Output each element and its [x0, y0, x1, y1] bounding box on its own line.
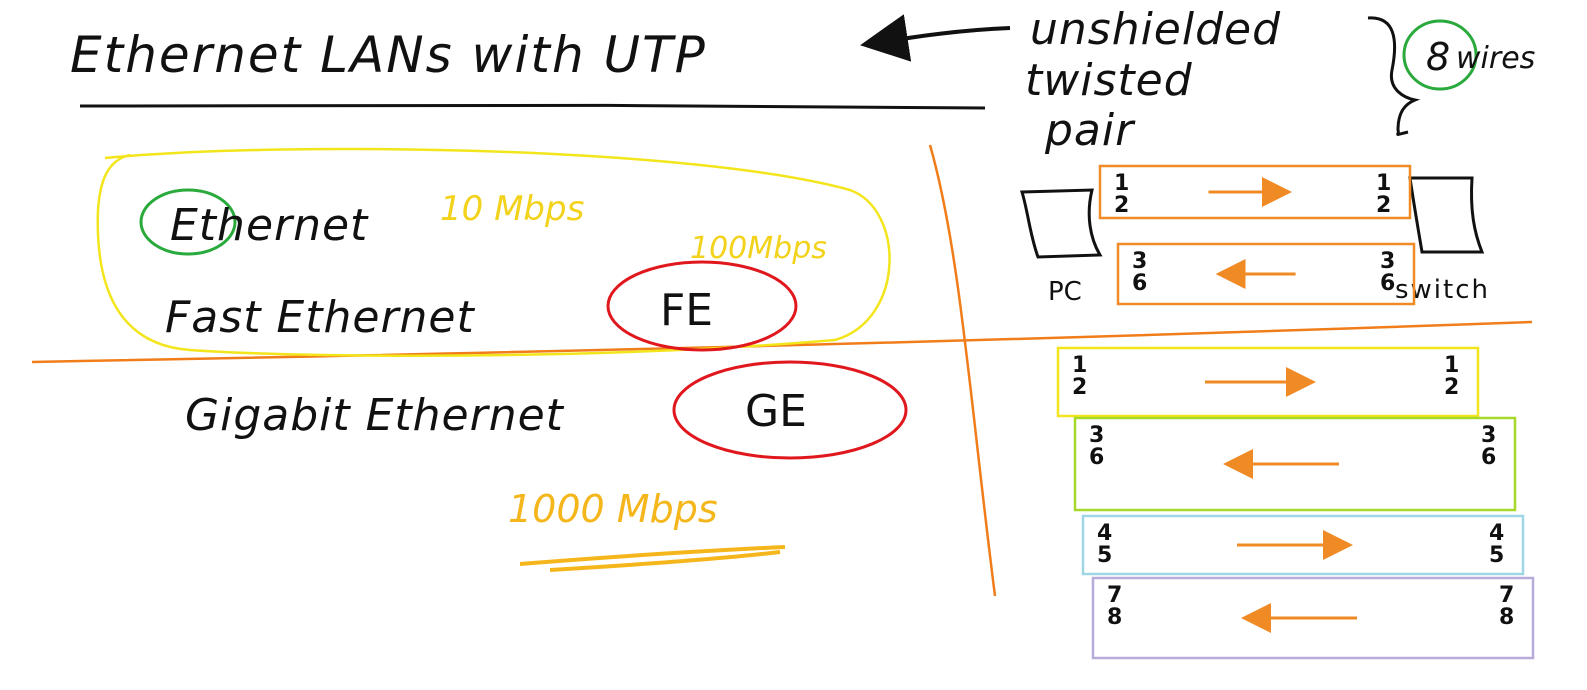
fast-ethernet-abbr: FE	[660, 285, 713, 336]
pair-box	[1056, 346, 1480, 418]
wires-unit: wires	[1456, 41, 1535, 76]
left-pin-3: 3	[1132, 249, 1147, 274]
pair-box	[1098, 164, 1412, 220]
left-pin-2: 2	[1114, 193, 1129, 218]
right-pin-1: 1	[1444, 353, 1459, 378]
left-pin-4: 4	[1097, 521, 1112, 546]
left-pin-7: 7	[1107, 583, 1122, 608]
gigabit-ethernet-abbr: GE	[745, 386, 807, 437]
left-pin-6: 6	[1132, 271, 1147, 296]
right-pin-5: 5	[1489, 543, 1504, 568]
utp-note-line3: pair	[1044, 105, 1136, 156]
right-pin-3: 3	[1380, 249, 1395, 274]
utp-note-line1: unshielded	[1030, 4, 1281, 55]
utp-note-line2: twisted	[1025, 55, 1193, 106]
left-pin-2: 2	[1072, 375, 1087, 400]
gigabit-ethernet-speed: 1000 Mbps	[508, 487, 718, 531]
right-pin-2: 2	[1444, 375, 1459, 400]
wires-count: 8	[1426, 35, 1450, 79]
pc-device	[1020, 188, 1103, 259]
fast-ethernet-speed: 100Mbps	[690, 231, 827, 266]
right-pin-1: 1	[1376, 171, 1391, 196]
fast-ethernet-name: Fast Ethernet	[165, 292, 475, 343]
pair-box	[1073, 416, 1517, 512]
vertical-divider	[928, 144, 997, 597]
left-pin-6: 6	[1089, 445, 1104, 470]
right-pin-7: 7	[1499, 583, 1514, 608]
pc-label: PC	[1048, 277, 1082, 307]
pair-box	[1116, 242, 1416, 306]
right-pin-8: 8	[1499, 605, 1514, 630]
right-pin-4: 4	[1489, 521, 1504, 546]
left-pin-5: 5	[1097, 543, 1112, 568]
title: Ethernet LANs with UTP	[70, 26, 707, 84]
utp-pointer-arrow	[860, 14, 1011, 62]
right-pin-6: 6	[1481, 445, 1496, 470]
gigabit-ethernet-name: Gigabit Ethernet	[185, 390, 565, 441]
ethernet-group-outline	[96, 147, 891, 357]
ge-circle	[672, 360, 908, 460]
left-pin-1: 1	[1072, 353, 1087, 378]
left-pin-8: 8	[1107, 605, 1122, 630]
wires-count-circle	[1402, 19, 1478, 91]
right-pin-6: 6	[1380, 271, 1395, 296]
left-pin-1: 1	[1114, 171, 1129, 196]
gigabit-speed-underline	[519, 545, 786, 572]
title-underline	[79, 103, 986, 110]
left-pin-3: 3	[1089, 423, 1104, 448]
pair-box	[1081, 514, 1525, 576]
ethernet-speed: 10 Mbps	[440, 189, 584, 229]
pair-box	[1091, 576, 1535, 660]
utp-brace	[1367, 16, 1421, 136]
right-pin-3: 3	[1481, 423, 1496, 448]
fe-circle	[606, 260, 798, 352]
ethernet-name: Ethernet	[170, 200, 369, 251]
switch-device	[1408, 176, 1485, 254]
right-pin-2: 2	[1376, 193, 1391, 218]
ethernet-e-circle	[139, 188, 237, 256]
switch-label: switch	[1395, 275, 1490, 305]
